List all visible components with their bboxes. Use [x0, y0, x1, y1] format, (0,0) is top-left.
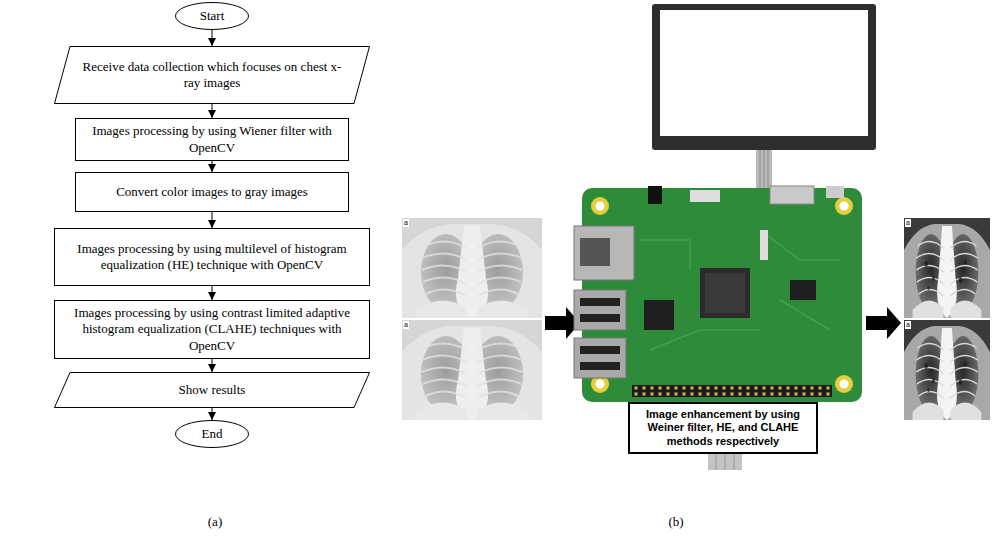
process-box: Images processing by using Wiener filter…	[75, 118, 349, 161]
flow-arrow	[212, 30, 213, 46]
image-marker: a	[905, 219, 911, 227]
ellipse-outline	[176, 3, 249, 30]
node-text: Convert color images to gray images	[116, 184, 308, 200]
terminator-ellipse: Start	[175, 2, 249, 30]
flow-arrow	[212, 212, 213, 228]
xray-image	[402, 320, 542, 420]
flow-arrow	[212, 286, 213, 300]
node-text: Image enhancement by using Weiner filter…	[635, 408, 811, 448]
caption-box: Image enhancement by using Weiner filter…	[628, 402, 818, 454]
xray-image	[402, 218, 542, 318]
process-box: Convert color images to gray images	[75, 172, 349, 212]
node-text: Show results	[179, 382, 246, 398]
figure-label: (a)	[208, 514, 222, 530]
node-text: Images processing by using Wiener filter…	[84, 123, 340, 156]
io-parallelogram: Show results	[54, 372, 370, 408]
flow-arrow	[866, 307, 901, 339]
node-text: Images processing by using multilevel of…	[63, 241, 361, 274]
figure-label: (b)	[668, 514, 683, 530]
image-marker: a	[905, 321, 911, 329]
flow-arrow	[212, 359, 213, 372]
parallelogram-outline	[55, 47, 370, 104]
raspberry-pi-board	[574, 186, 862, 402]
monitor	[652, 4, 876, 192]
node-text: Images processing by using contrast limi…	[63, 305, 361, 354]
flow-arrow	[212, 104, 213, 118]
ellipse-outline	[176, 421, 249, 448]
node-text: End	[202, 426, 223, 442]
image-marker: a	[403, 321, 409, 329]
image-marker: a	[403, 219, 409, 227]
xray-image	[904, 218, 990, 318]
node-text: Start	[200, 8, 225, 24]
xray-image	[904, 320, 990, 420]
process-box: Images processing by using contrast limi…	[54, 300, 370, 359]
flow-arrow	[212, 408, 213, 420]
process-box: Images processing by using multilevel of…	[54, 228, 370, 286]
parallelogram-outline	[55, 373, 370, 408]
node-text: Receive data collection which focuses on…	[78, 59, 346, 92]
io-parallelogram: Receive data collection which focuses on…	[54, 46, 370, 104]
flow-arrow	[212, 161, 213, 172]
terminator-ellipse: End	[175, 420, 249, 448]
